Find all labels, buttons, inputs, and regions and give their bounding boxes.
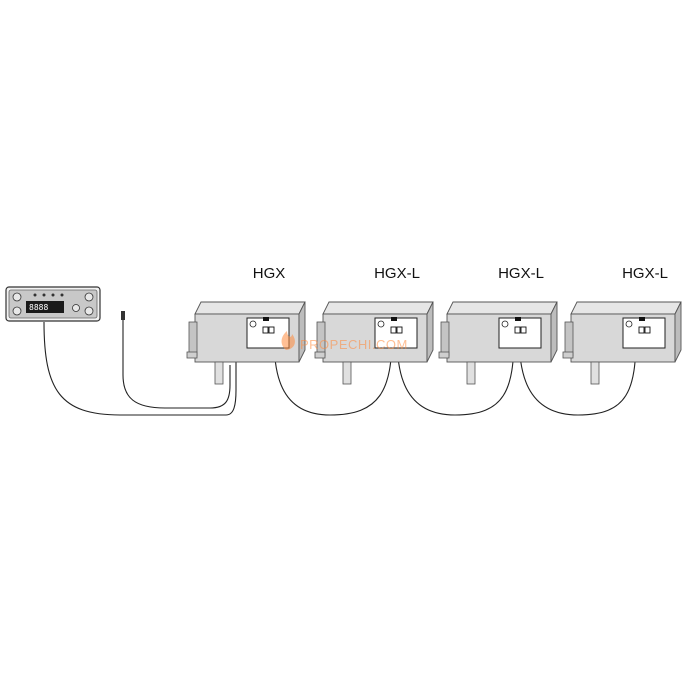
mode-button-icon	[72, 304, 80, 312]
unit-side	[298, 301, 306, 363]
minus-button-icon	[84, 306, 94, 316]
unit-label: HGX-L	[498, 265, 544, 282]
unit-flange	[564, 321, 574, 357]
unit-label: HGX-L	[622, 265, 668, 282]
unit-top	[322, 301, 434, 315]
sensor-cable	[122, 320, 231, 409]
flame-icon	[281, 331, 295, 350]
control-panel: 8888	[5, 286, 101, 322]
temperature-sensor	[121, 311, 125, 320]
water-fitting	[438, 351, 450, 359]
panel-indicator-icons	[33, 293, 64, 297]
terminal-block	[263, 317, 269, 321]
unit-flange	[440, 321, 450, 357]
connector-socket	[390, 326, 397, 334]
steam-generator-3: HGX-L	[438, 265, 558, 385]
unit-top	[570, 301, 682, 315]
connector-socket	[520, 326, 527, 334]
light-button-icon	[12, 306, 22, 316]
steam-generator-4: HGX-L	[562, 265, 682, 385]
power-button-icon	[12, 292, 22, 302]
indicator-icon	[501, 320, 509, 328]
unit-label: HGX	[253, 265, 286, 282]
unit-side	[426, 301, 434, 363]
link-cable-3	[518, 334, 637, 416]
connector-socket	[396, 326, 403, 334]
connector-socket	[644, 326, 651, 334]
unit-side	[674, 301, 682, 363]
connector-socket	[514, 326, 521, 334]
water-fitting	[562, 351, 574, 359]
connector-socket	[262, 326, 269, 334]
terminal-block	[515, 317, 521, 321]
panel-display	[26, 301, 64, 313]
water-fitting	[314, 351, 326, 359]
unit-flange	[188, 321, 198, 357]
water-fitting	[186, 351, 198, 359]
unit-side	[550, 301, 558, 363]
indicator-icon	[249, 320, 257, 328]
watermark: PROPECHI.COM	[281, 331, 408, 352]
steam-generator-2: HGX-L	[314, 265, 434, 385]
terminal-block	[639, 317, 645, 321]
indicator-icon	[625, 320, 633, 328]
connector-socket	[268, 326, 275, 334]
link-cable-1	[273, 334, 393, 416]
steam-generator-1: HGX	[186, 265, 306, 385]
panel-display-text: 8888	[29, 303, 48, 312]
watermark-text: PROPECHI.COM	[300, 337, 408, 352]
indicator-icon	[377, 320, 385, 328]
link-cable-2	[396, 334, 515, 416]
plus-button-icon	[84, 292, 94, 302]
unit-label: HGX-L	[374, 265, 420, 282]
terminal-block	[391, 317, 397, 321]
units-layer: HGX HGX-L HGX-L HGX-L	[186, 265, 682, 385]
steam-pipe	[466, 361, 476, 385]
connector-socket	[638, 326, 645, 334]
unit-top	[446, 301, 558, 315]
steam-pipe	[214, 361, 224, 385]
steam-pipe	[342, 361, 352, 385]
steam-pipe	[590, 361, 600, 385]
unit-top	[194, 301, 306, 315]
